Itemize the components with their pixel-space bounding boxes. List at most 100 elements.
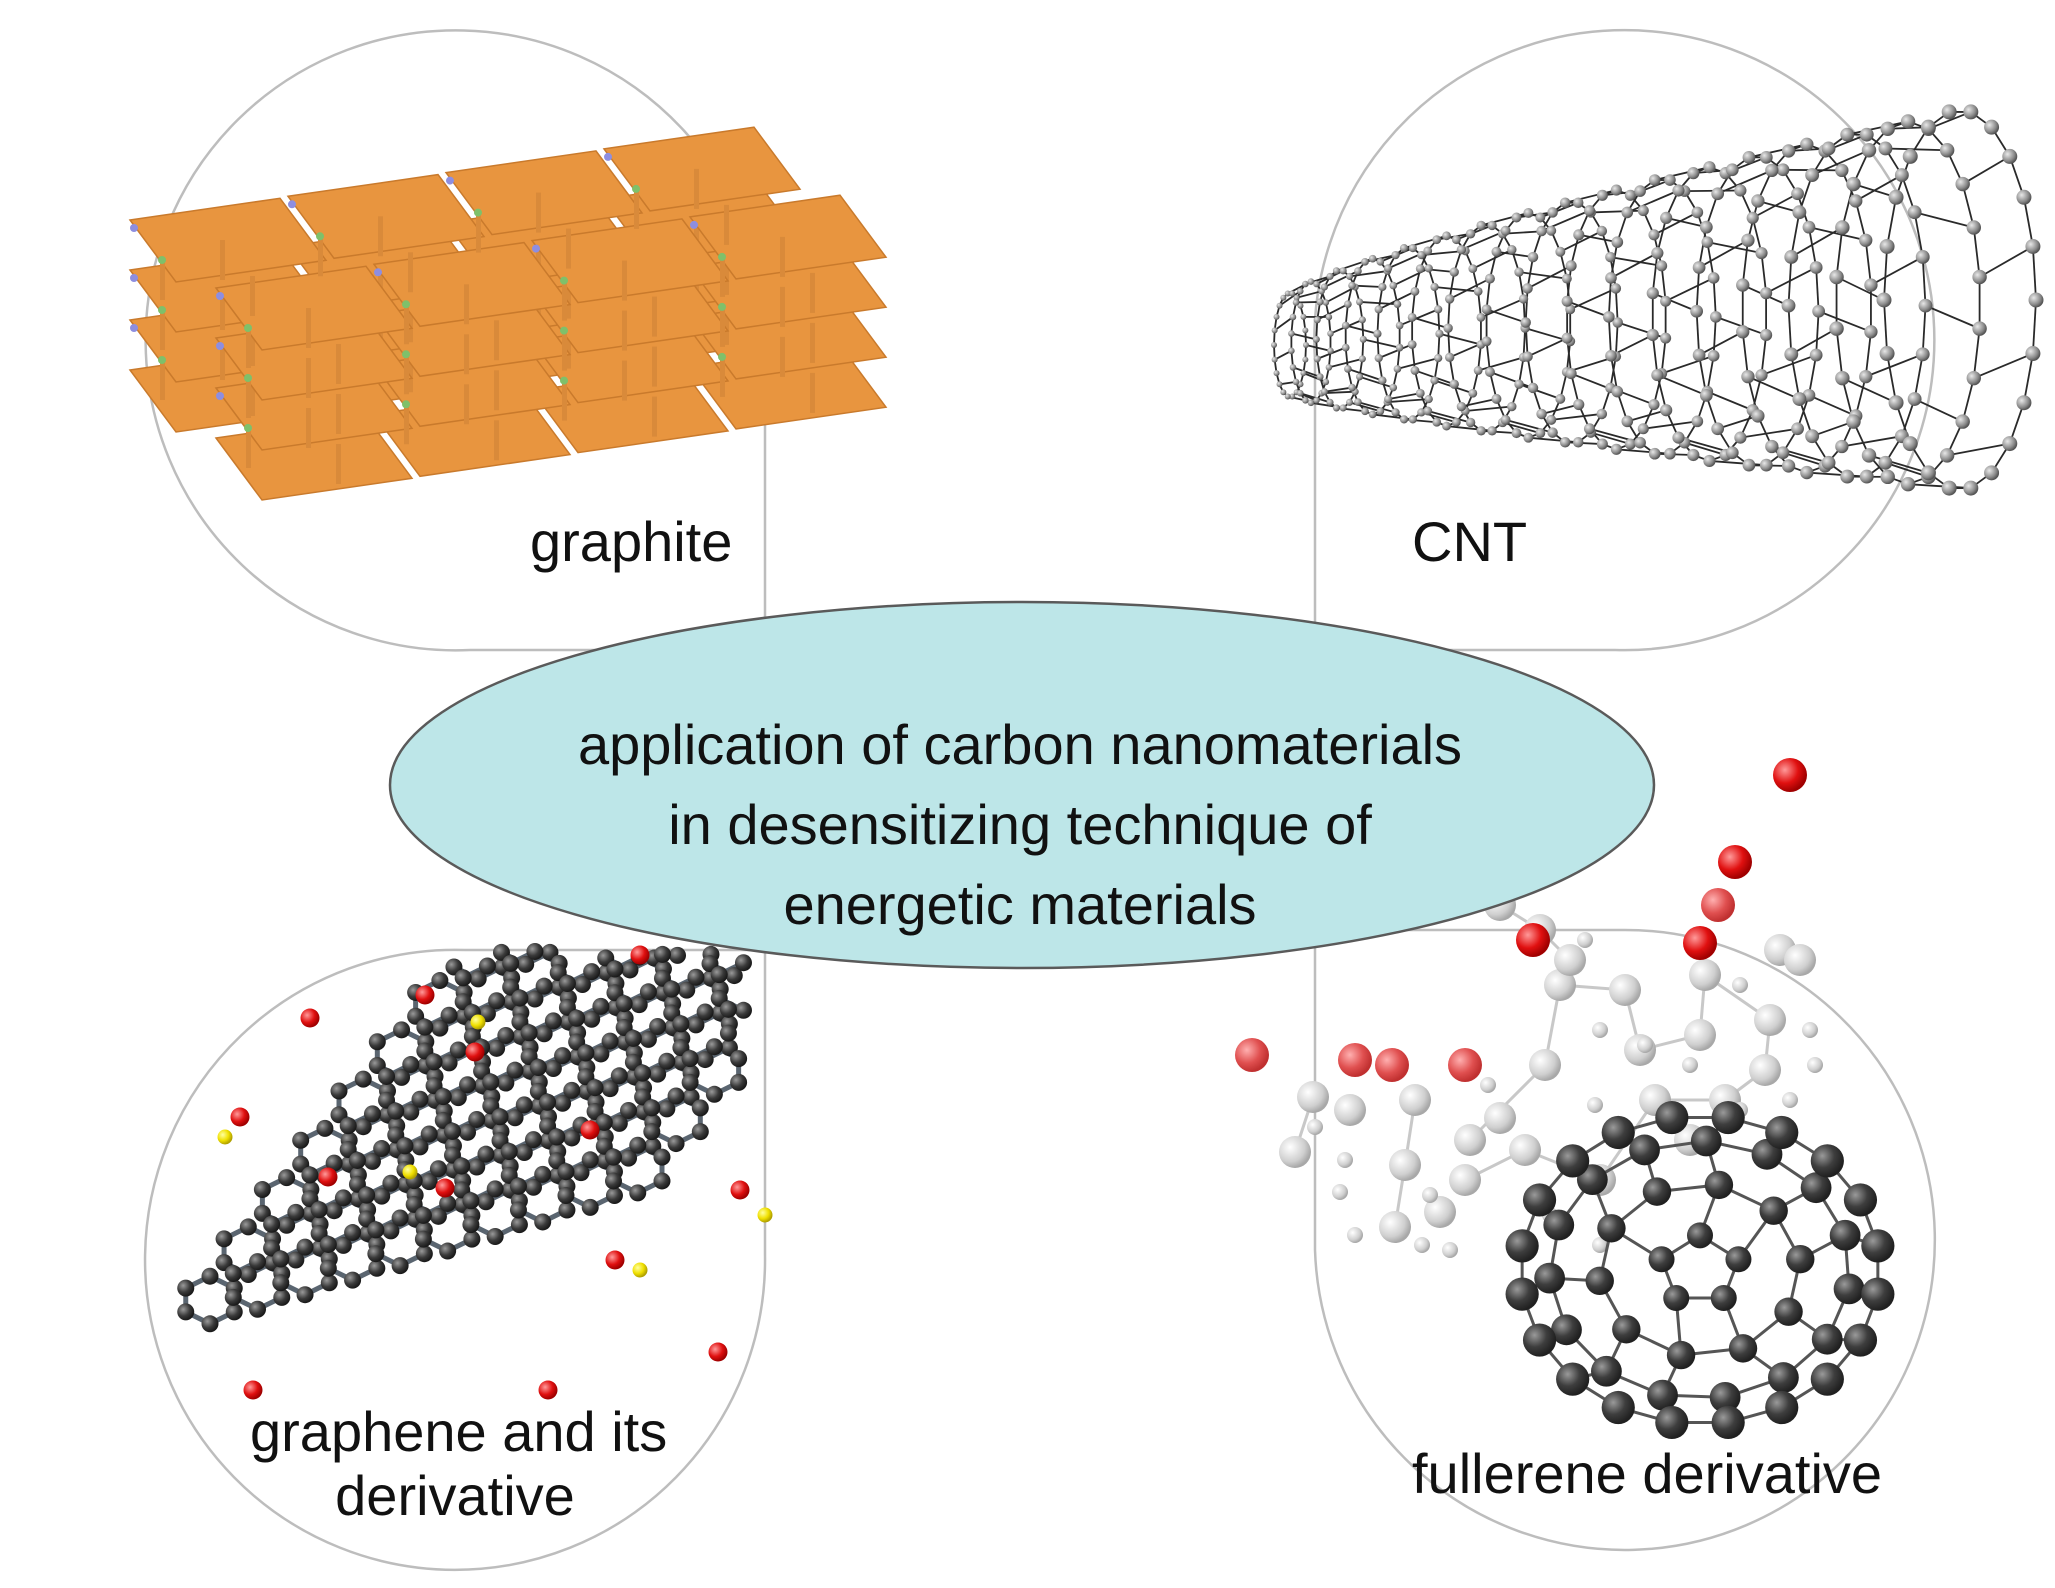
graphite-node [402,300,410,308]
graphite-node [316,232,324,240]
cnt-atom [1942,104,1957,119]
cnt-atom [1522,283,1533,294]
graphene-carbon-atom [545,1012,562,1029]
graphene-carbon-atom [530,1059,547,1076]
graphene-carbon-atom [492,1108,509,1125]
cnt-atom [1791,422,1804,435]
cnt-bond [1871,257,1923,285]
cnt-atom [1660,296,1671,307]
graphene-carbon-atom [511,990,528,1007]
graphene-carbon-atom [441,1007,458,1024]
graphite-pillar [464,284,469,324]
cnt-atom [1375,305,1383,313]
fullerene-hydrogen-atom [1332,1184,1348,1200]
cnt-atom [1860,470,1874,484]
cnt-bond [1388,393,1420,399]
graphene-carbon-atom [368,1260,385,1277]
cnt-atom [1376,258,1384,266]
graphite-node [474,209,482,217]
fullerene-substituent-atom [1334,1094,1366,1126]
cnt-atom [1573,437,1584,448]
graphene-carbon-atom [487,1228,504,1245]
cnt-atom [1889,395,1904,410]
cnt-atom [1512,428,1522,438]
cnt-atom [1812,305,1825,318]
cnt-atom [1555,394,1565,404]
graphene-carbon-atom [507,1062,524,1079]
graphene-carbon-atom [536,978,553,995]
graphene-carbon-atom [382,1175,399,1192]
graphite-pillar [306,308,311,348]
cnt-atom [1901,114,1915,128]
graphene-oxygen-atom [731,1181,750,1200]
cnt-atom [1984,465,1999,480]
graphene-carbon-atom [592,998,609,1015]
cnt-atom [1523,433,1533,443]
graphene-carbon-atom [669,947,686,964]
graphite-node [560,327,568,335]
cnt-atom [1846,414,1860,428]
graphene-carbon-atom [554,1047,571,1064]
cnt-atom [1651,247,1663,259]
cnt-atom [1791,187,1804,200]
cnt-bond [1884,246,1887,300]
graphene-carbon-atom [216,1230,233,1247]
graphene-carbon-atom [415,1207,432,1224]
graphite-pillar [780,287,785,327]
cnt-atom [1711,187,1724,200]
cnt-atom [1340,404,1347,411]
graphene-carbon-atom [177,1303,194,1320]
graphene-carbon-atom [273,1289,290,1306]
cnt-atom [1562,296,1573,307]
graphene-oxygen-atom [606,1251,625,1270]
cnt-bond [2024,354,2033,403]
graphene-carbon-atom [559,975,576,992]
cnt-atom [1782,459,1795,472]
cnt-atom [1800,466,1813,479]
fullerene-carbon-atom [1768,1362,1799,1393]
graphene-carbon-atom [663,981,680,998]
fullerene-carbon-atom [1811,1363,1844,1396]
cnt-atom [1375,354,1383,362]
fullerene-hydrogen-atom [1422,1187,1438,1203]
cnt-bond [1565,442,1602,444]
cnt-atom [1512,213,1522,223]
fullerene-carbon-atom [1586,1267,1614,1295]
graphene-carbon-atom [706,1086,723,1103]
cnt-atom [1792,205,1806,219]
graphene-carbon-atom [534,1213,551,1230]
cnt-atom [1736,325,1749,338]
cnt-atom [1378,283,1386,291]
fullerene-carbon-atom [1729,1334,1757,1362]
cnt-bond [1363,339,1399,347]
fullerene-hydrogen-atom [1480,1077,1496,1093]
cnt-atom [1485,367,1495,377]
graphene-carbon-atom [672,1015,689,1032]
fullerene-carbon-atom [1556,1363,1589,1396]
cnt-atom [1272,357,1278,363]
cnt-atom [1409,244,1417,252]
cnt-atom [1734,432,1746,444]
cnt-atom [1835,164,1848,177]
cnt-atom [1302,357,1308,363]
cnt-atom [1880,122,1894,136]
graphene-carbon-atom [439,1243,456,1260]
cnt-atom [1280,295,1286,301]
graphene-carbon-atom [602,1033,619,1050]
graphene-carbon-atom [316,1120,333,1137]
fullerene-substituent-atom [1484,1102,1516,1134]
cnt-atom [1634,185,1646,197]
cnt-atom [1859,370,1872,383]
cnt-atom [1468,389,1477,398]
cnt-atom [1955,414,1969,428]
fullerene-carbon-atom [1663,1285,1689,1311]
cnt-atom [1346,273,1353,280]
graphite-node [130,324,138,332]
cnt-atom [1693,349,1706,362]
cnt-atom [1400,415,1408,423]
cnt-atom [1562,274,1572,284]
fullerene-carbon-atom [1534,1263,1565,1294]
cnt-atom [1605,350,1617,362]
cnt-atom [1430,283,1438,291]
graphite-pillar [652,347,657,387]
